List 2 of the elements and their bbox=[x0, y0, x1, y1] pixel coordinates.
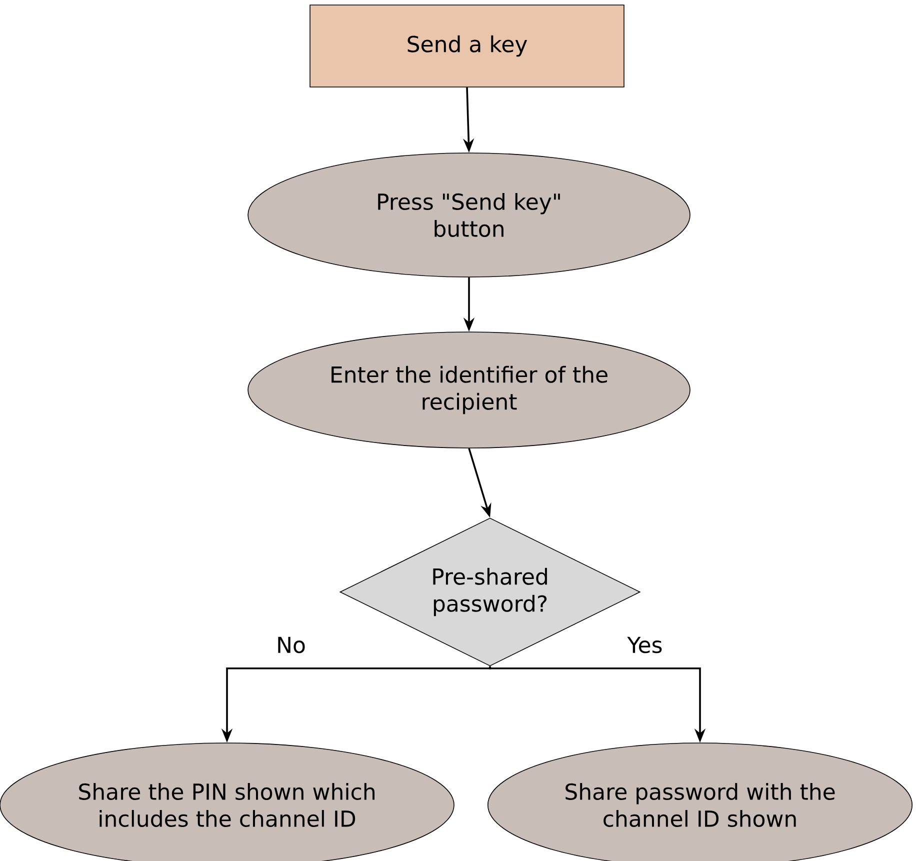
process-box: Send a key bbox=[310, 4, 624, 88]
edge-label: No bbox=[278, 636, 305, 654]
